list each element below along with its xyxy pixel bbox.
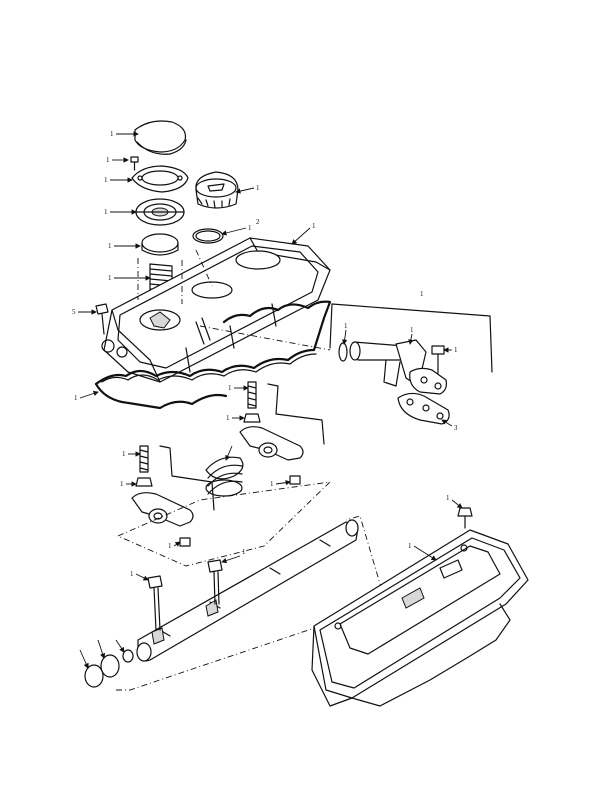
locknut-upper [243,413,261,423]
cover-nut [457,507,473,529]
callout-label: 1 [312,222,316,230]
callout-label: 1 [104,208,108,216]
cover-bolt-left [95,303,109,335]
callout-label: 1 [122,450,126,458]
callout-label: 1 [242,548,246,556]
callout-labels: 1 1 1 1 1 1 1 1 1 2 1 1 1 1 3 5 1 1 1 1 … [72,130,458,578]
tube-o-ring [338,342,348,362]
rocker-shaft [136,519,359,662]
mounting-plate [131,165,189,193]
callout-label: 1 [108,242,112,250]
adjusting-screw-lower [139,445,149,473]
shaft-bolt-left [147,575,163,631]
callout-label: 1 [228,384,232,392]
callout-label: 1 [130,570,134,578]
callout-label: 1 [420,290,424,298]
callout-label: 1 [74,394,78,402]
callout-label: 1 [110,130,114,138]
locknut-lower [135,477,153,487]
callout-label: 5 [72,308,76,316]
diaphragm [141,233,179,256]
rocker-cover-gasket [94,300,332,410]
callout-label: 3 [454,424,458,432]
rocker-spring [205,456,244,497]
callout-label: 1 [120,480,124,488]
rocker-arm-upper [239,426,304,461]
rocker-cover-assembled [311,529,529,707]
callout-leaders [78,131,463,669]
callout-label: 1 [446,494,450,502]
callout-label: 1 [104,176,108,184]
callout-label: 1 [344,322,348,330]
callout-label: 1 [226,414,230,422]
callout-label: 1 [270,480,274,488]
callout-label: 1 [248,224,252,232]
bracket-gasket [397,392,450,425]
oil-filler-cap [195,171,239,209]
shaft-bolt-right [207,559,223,605]
breather-cover [134,120,187,155]
adjusting-screw-upper [247,381,257,409]
filler-cap-seal [192,228,224,244]
callout-label: 1 [106,156,110,164]
callout-label: 1 [454,346,458,354]
callout-label: 1 [256,184,260,192]
callout-label: 2 [256,218,260,226]
cover-screw [130,156,139,171]
rocker-tip-upper [289,475,301,485]
callout-label: 1 [408,542,412,550]
callout-label: 1 [108,274,112,282]
shaft-end-rings [84,649,134,688]
callout-label: 1 [168,542,172,550]
callout-label: 1 [410,326,414,334]
bracket-bolt [431,345,445,375]
rocker-tip-lower [179,537,191,547]
diaphragm-ring [135,198,185,226]
tube-bracket [409,367,447,395]
rocker-arm-lower [131,492,194,527]
